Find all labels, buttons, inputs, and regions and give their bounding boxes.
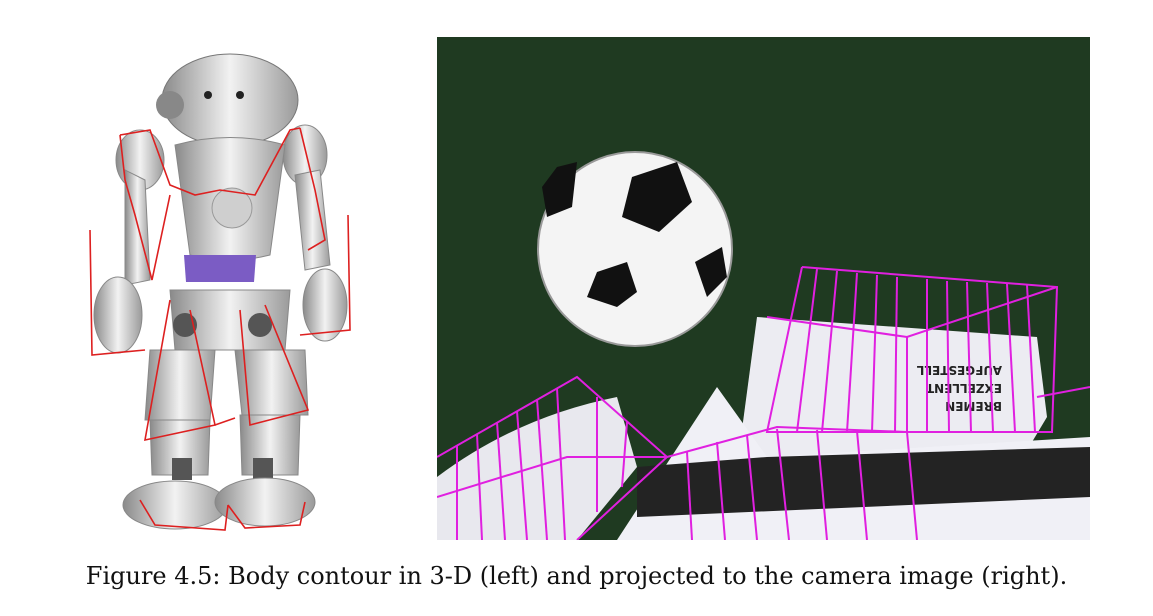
robot-ear: [156, 91, 184, 119]
ball-patch: [587, 262, 637, 307]
svg-text:EXZELLENT: EXZELLENT: [925, 381, 1002, 395]
ball-patch: [542, 162, 577, 217]
robot-eye: [236, 91, 244, 99]
robot-shin-left: [149, 419, 211, 476]
robot-leg-label: BREMEN EXZELLENT AUFGESTELL: [916, 363, 1002, 413]
robot-foot-right: [214, 477, 316, 527]
robot-ankle-right: [253, 458, 273, 480]
contour-hatching-left: [456, 387, 868, 540]
robot-arm-right: [294, 169, 331, 271]
robot-ankle-left: [172, 458, 192, 480]
figure-caption: Figure 4.5: Body contour in 3-D (left) a…: [85, 562, 1068, 590]
robot-hand-left: [93, 276, 143, 354]
robot-hip-joint-left: [173, 313, 197, 337]
ball-patch: [622, 162, 692, 232]
robot-belt: [184, 255, 256, 282]
svg-text:BREMEN: BREMEN: [945, 399, 1002, 413]
camera-image: BREMEN EXZELLENT AUFGESTELL: [437, 37, 1090, 540]
robot-3d-model-image: [89, 53, 351, 531]
robot-foot-left: [122, 480, 228, 530]
robot-eye: [204, 91, 212, 99]
ball-patch: [695, 247, 727, 297]
robot-chest-button: [211, 187, 253, 229]
contour-hatching-right: [796, 268, 1036, 433]
body-contour-projection: [437, 266, 1090, 540]
svg-text:AUFGESTELL: AUFGESTELL: [916, 363, 1002, 377]
robot-leg-foreground: [437, 397, 637, 540]
robot-hand-right: [302, 268, 348, 342]
body-contour-3d: [89, 127, 351, 531]
robot-hip-joint-right: [248, 313, 272, 337]
